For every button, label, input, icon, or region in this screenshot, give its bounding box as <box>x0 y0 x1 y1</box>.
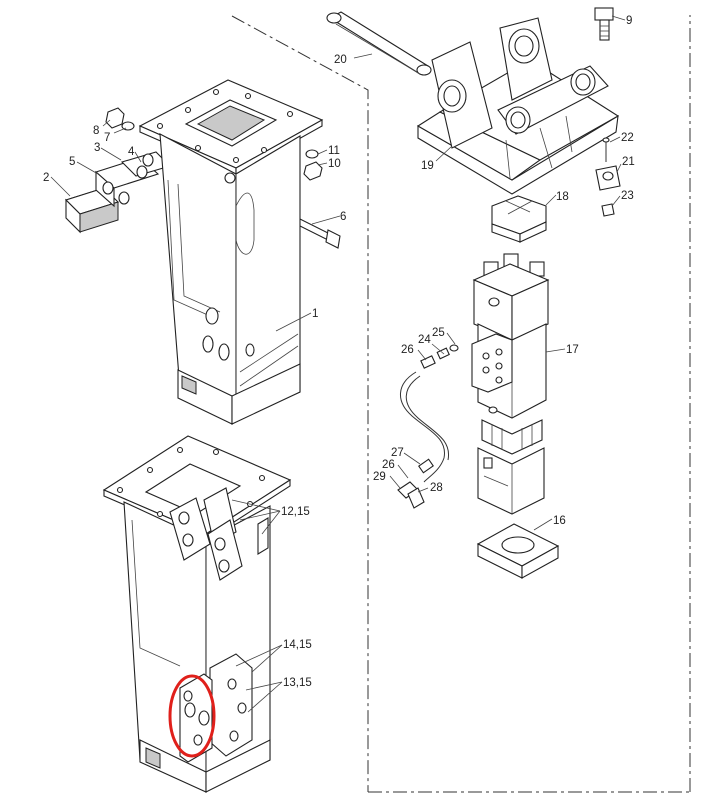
callout-9: 9 <box>626 15 632 27</box>
small-fasteners <box>105 107 323 181</box>
clamp-part <box>595 137 621 217</box>
callout-20: 20 <box>334 54 347 66</box>
callout-14-15: 14,15 <box>283 639 312 651</box>
hose-assembly <box>397 344 459 509</box>
callout-26-upper: 26 <box>401 344 414 356</box>
main-frame-lower <box>102 435 292 793</box>
callout-16: 16 <box>553 515 566 527</box>
callout-19: 19 <box>421 160 434 172</box>
callout-3: 3 <box>94 142 100 154</box>
callout-25: 25 <box>432 327 445 339</box>
callout-21: 21 <box>622 156 635 168</box>
callout-13-15: 13,15 <box>283 677 312 689</box>
leader-lines <box>50 15 626 713</box>
hammer-body-part <box>471 253 550 515</box>
wear-plates-upper <box>64 151 341 249</box>
callout-22: 22 <box>621 132 634 144</box>
callout-10: 10 <box>328 158 341 170</box>
callout-24: 24 <box>418 334 431 346</box>
callout-11: 11 <box>328 145 340 157</box>
callout-5: 5 <box>69 156 75 168</box>
callout-26-lower: 26 <box>382 459 395 471</box>
bushing-plate-part <box>476 523 560 579</box>
callout-2: 2 <box>43 172 49 184</box>
bolt-part <box>594 7 614 41</box>
callout-1: 1 <box>312 308 318 320</box>
assembly-guide-lines <box>231 15 691 793</box>
callout-labels: 1 2 3 4 5 6 7 8 9 10 11 12,15 13,15 14,1… <box>43 15 635 689</box>
callout-23: 23 <box>621 190 634 202</box>
callout-8: 8 <box>93 125 99 137</box>
bracket-part <box>416 17 620 195</box>
pin-part <box>326 11 432 76</box>
callout-27: 27 <box>391 447 404 459</box>
callout-7: 7 <box>104 132 110 144</box>
callout-17: 17 <box>566 344 579 356</box>
callout-4: 4 <box>128 146 135 158</box>
main-frame-upper <box>138 79 324 425</box>
callout-18: 18 <box>556 191 569 203</box>
cushion-part <box>491 195 547 243</box>
highlight-circle <box>168 674 216 758</box>
callout-6: 6 <box>340 211 346 223</box>
callout-29: 29 <box>373 471 386 483</box>
callout-28: 28 <box>430 482 443 494</box>
callout-12-15: 12,15 <box>281 506 310 518</box>
